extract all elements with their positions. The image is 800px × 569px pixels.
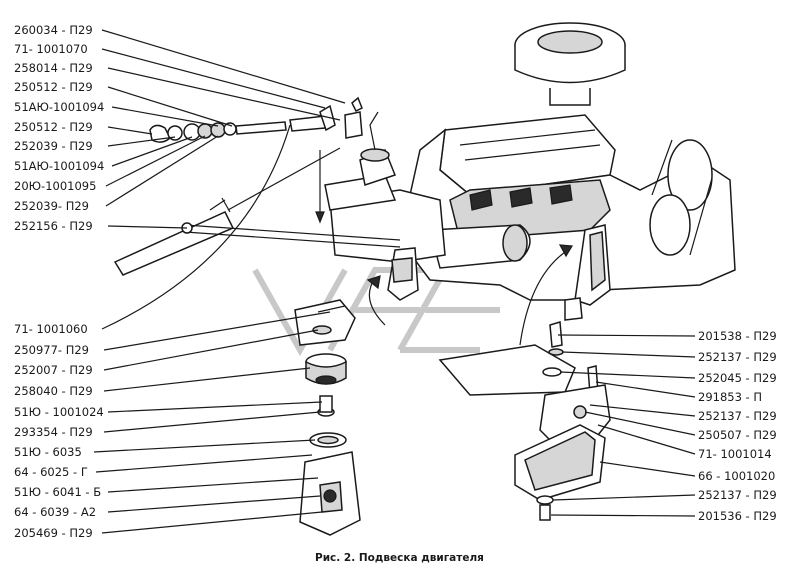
right-labels: 201538 - П29 252137 - П29 252045 - П29 2… xyxy=(698,329,777,523)
fan-pulley xyxy=(667,139,713,211)
label-r4: 252137 - П29 xyxy=(698,409,777,423)
rear-mount-stack xyxy=(294,299,361,536)
label-l0: 260034 - П29 xyxy=(14,23,93,37)
label-l11: 71- 1001060 xyxy=(14,322,88,336)
front-mount-stack xyxy=(438,321,611,521)
label-l8: 20Ю-1001095 xyxy=(14,179,96,193)
bolt-mid xyxy=(319,395,333,413)
right-leaders xyxy=(550,334,696,517)
label-r7: 66 - 1001020 xyxy=(698,469,775,483)
bolt-upper xyxy=(351,96,363,113)
label-r3: 291853 - П xyxy=(698,390,762,404)
left-labels: 260034 - П29 71- 1001070 258014 - П29 25… xyxy=(14,23,104,540)
label-l20: 64 - 6039 - А2 xyxy=(14,505,96,519)
label-l13: 252007 - П29 xyxy=(14,363,93,377)
threaded-rod xyxy=(235,121,287,135)
bar-left xyxy=(113,211,235,276)
label-l14: 258040 - П29 xyxy=(14,384,93,398)
shift-lever xyxy=(369,111,379,151)
label-l9: 252039- П29 xyxy=(14,199,89,213)
engine-assembly xyxy=(324,22,736,321)
label-r9: 201536 - П29 xyxy=(698,509,777,523)
label-l3: 250512 - П29 xyxy=(14,80,93,94)
rear-plate xyxy=(294,299,356,346)
label-r5: 250507 - П29 xyxy=(698,428,777,442)
air-filter-body xyxy=(514,45,626,84)
label-l12: 250977- П29 xyxy=(14,343,89,357)
arrows xyxy=(315,150,574,346)
label-l4: 51АЮ-1001094 xyxy=(14,100,104,114)
label-l2: 258014 - П29 xyxy=(14,61,93,75)
figure-caption: Рис. 2. Подвеска двигателя xyxy=(315,552,484,564)
label-r6: 71- 1001014 xyxy=(698,447,772,461)
bolt-front xyxy=(549,321,563,348)
bolt-lower xyxy=(539,504,551,521)
label-l19: 51Ю - 6041 - Б xyxy=(14,485,101,499)
label-l17: 51Ю - 6035 xyxy=(14,445,82,459)
label-l7: 51АЮ-1001094 xyxy=(14,159,104,173)
label-r2: 252045 - П29 xyxy=(698,371,777,385)
label-l6: 252039 - П29 xyxy=(14,139,93,153)
label-l1: 71- 1001070 xyxy=(14,42,88,56)
label-l18: 64 - 6025 - Г xyxy=(14,465,88,479)
label-l5: 250512 - П29 xyxy=(14,120,93,134)
label-r8: 252137 - П29 xyxy=(698,488,777,502)
label-r0: 201538 - П29 xyxy=(698,329,777,343)
label-l10: 252156 - П29 xyxy=(14,219,93,233)
bracket-upper xyxy=(344,111,363,139)
front-plate xyxy=(438,344,576,396)
label-l16: 293354 - П29 xyxy=(14,425,93,439)
label-l21: 205469 - П29 xyxy=(14,526,93,540)
crank-pulley xyxy=(649,194,691,256)
stabilizer-bar xyxy=(113,147,401,276)
washer-2 xyxy=(197,123,213,139)
label-r1: 252137 - П29 xyxy=(698,350,777,364)
carburetor xyxy=(549,88,591,106)
label-l15: 51Ю - 1001024 xyxy=(14,405,104,419)
pin xyxy=(319,104,336,132)
left-leaders xyxy=(93,29,346,534)
washer-1 xyxy=(167,125,183,141)
washer-lower xyxy=(536,495,554,505)
